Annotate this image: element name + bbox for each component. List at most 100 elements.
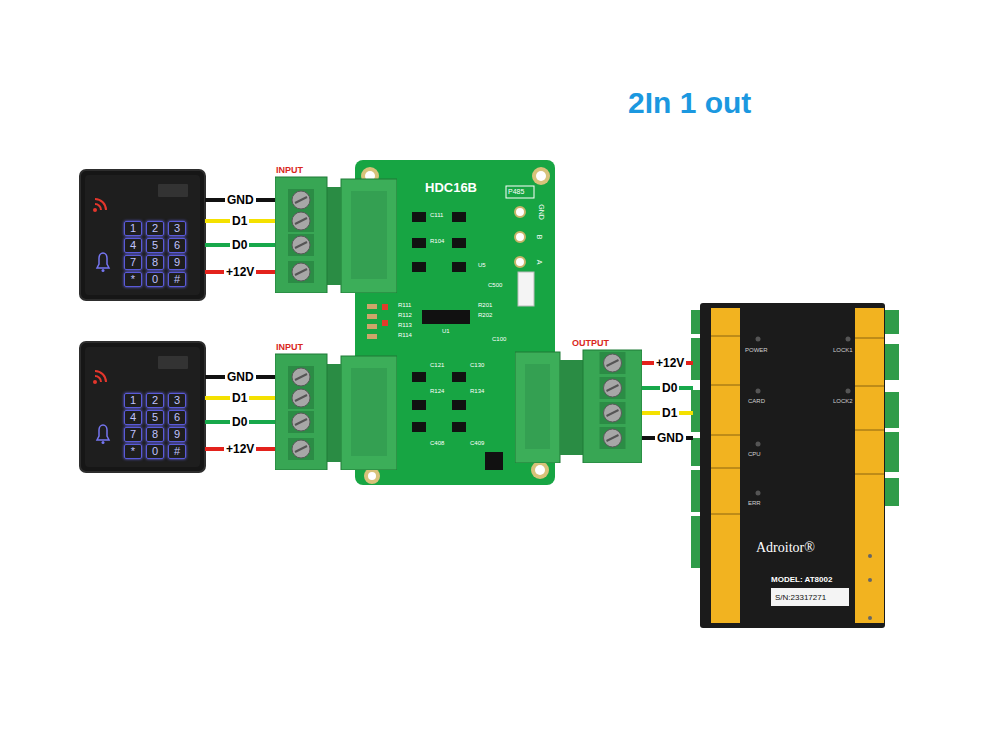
wire-label: GND [225,193,256,207]
wifi-icon [93,380,97,384]
strip-divider [711,336,740,337]
keypad-housing [80,170,205,300]
silkscreen-label: C130 [470,362,484,369]
terminal-body [515,338,642,463]
bell-icon [102,269,105,272]
controller-illustration [691,303,899,628]
output-terminal: OUTPUT [515,338,642,463]
bell-icon [97,253,109,268]
screw-slot [607,385,619,391]
resistor [367,324,377,329]
status-label: LOCK1 [833,347,853,354]
silkscreen-label: R111 [398,302,411,309]
screw-recess [600,402,626,424]
serial-number: S/N:23317271 [775,593,826,603]
silkscreen-label: P485 [508,188,524,196]
controller-connector [883,392,899,428]
chip [412,400,426,410]
board-name: HDC16B [425,180,477,195]
key-label: 2 [146,393,164,408]
wifi-icon [95,376,101,382]
screw-recess [288,366,314,388]
keypad-window [158,184,188,197]
screw-recess [288,387,314,409]
screw-recess [288,210,314,232]
screw-recess [600,352,626,374]
chip [412,372,426,382]
wire-label: D0 [660,381,679,395]
resistor [367,314,377,319]
terminal-plug-tab [525,364,550,449]
chip [412,212,426,222]
mount-hole [535,465,545,475]
wifi-icon [95,204,101,210]
screw-slot [295,395,307,401]
terminal-heading: OUTPUT [572,338,609,348]
terminal-block [583,350,642,463]
status-led [756,442,761,447]
led [382,304,388,310]
resistor [367,334,377,339]
controller-connector [883,478,899,506]
mount-hole [364,468,380,484]
brand-name: Adroitor® [756,539,815,556]
keypad-illustration [80,170,205,300]
mount-hole [532,167,550,185]
key-label: 6 [168,410,186,425]
pin-hole [515,257,525,267]
wire-label: +12V [224,265,256,279]
status-label: POWER [745,347,768,354]
button [868,578,872,582]
terminal-neck [560,360,583,455]
wire-label: +12V [224,442,256,456]
wire-label: GND [655,431,686,445]
terminal-body [275,165,397,293]
key-label: 7 [124,255,142,270]
bell-icon [102,441,105,444]
key-label: 0 [146,444,164,459]
pin-hole [515,232,525,242]
screw-recess [600,427,626,449]
strip-divider [855,430,884,431]
screw [604,429,622,447]
silkscreen-label: R202 [478,312,492,319]
bell-icon [97,425,109,440]
strip-divider [711,468,740,469]
silkscreen-label: C409 [470,440,484,447]
terminal-heading: INPUT [276,165,303,175]
chip [452,262,466,272]
status-led [846,337,851,342]
chip [452,212,466,222]
wifi-icon [93,208,97,212]
screw-recess [288,234,314,256]
key-label: 3 [168,393,186,408]
key-label: * [124,444,142,459]
strip-divider [711,385,740,386]
key-label: 9 [168,255,186,270]
terminal-strip [711,308,740,623]
screw-slot [295,374,307,380]
key-label: 0 [146,272,164,287]
model-label: MODEL: AT8002 [771,575,832,585]
chip [452,372,466,382]
regulator [485,452,503,470]
key-label: 6 [168,238,186,253]
input-terminal: INPUT [275,165,397,293]
strip-divider [855,474,884,475]
keypad-face [85,175,200,295]
terminal-plug [341,356,397,470]
diagram-title: 2In 1 out [628,86,751,120]
keypad-illustration [80,342,205,472]
terminal-block [275,354,327,470]
key-label: 4 [124,238,142,253]
silkscreen-label: R104 [430,238,444,245]
screw [292,236,310,254]
chip [452,238,466,248]
key-label: 3 [168,221,186,236]
screw-slot [295,419,307,425]
wifi-icon [95,199,106,210]
screw-slot [295,446,307,452]
screw-slot [295,197,307,203]
